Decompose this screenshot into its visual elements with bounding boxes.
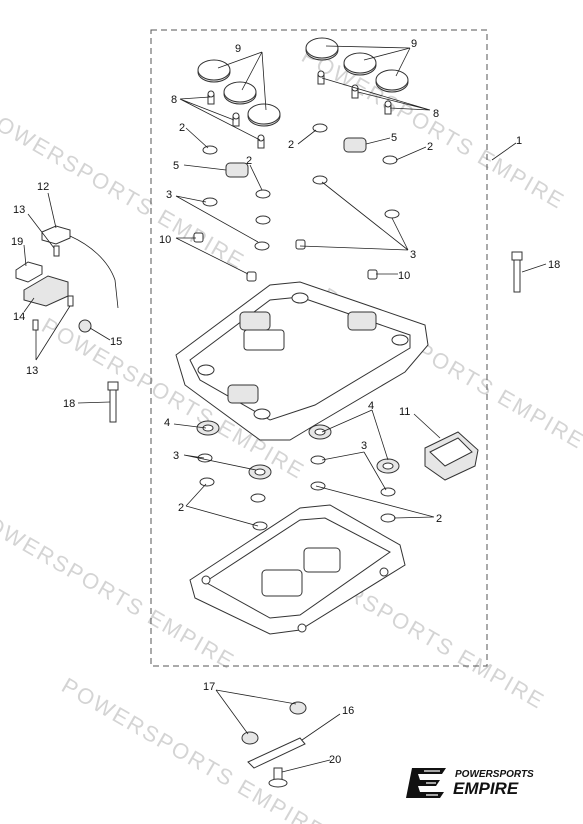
callout-label-8: 8 xyxy=(171,94,177,106)
callout-label-12: 12 xyxy=(37,181,49,193)
brand-logo: POWERSPORTS EMPIRE xyxy=(406,768,534,798)
callout-label-5: 5 xyxy=(173,160,179,172)
callout-label-13: 13 xyxy=(13,204,25,216)
assembly-boundary xyxy=(150,29,488,667)
base-plate xyxy=(189,504,406,635)
brand-name-line1: POWERSPORTS xyxy=(455,769,534,780)
callout-label-2: 2 xyxy=(178,502,184,514)
callout-label-18: 18 xyxy=(548,259,560,271)
leader-lines xyxy=(23,45,547,773)
callout-label-8: 8 xyxy=(433,108,439,120)
long-bolt-part-18 xyxy=(107,251,523,423)
nut-part-10 xyxy=(193,232,378,282)
callout-label-4: 4 xyxy=(164,417,170,429)
callout-label-3: 3 xyxy=(166,189,172,201)
callout-label-18: 18 xyxy=(63,398,75,410)
cover-part-11 xyxy=(424,431,479,481)
clip-part-5 xyxy=(225,137,367,178)
callout-label-2: 2 xyxy=(179,122,185,134)
callout-label-3: 3 xyxy=(173,450,179,462)
brand-logo-icon xyxy=(406,768,446,798)
callout-label-1: 1 xyxy=(516,135,522,147)
callout-label-10: 10 xyxy=(159,234,171,246)
washer-parts-upper xyxy=(202,123,400,251)
callout-label-9: 9 xyxy=(235,43,241,55)
callout-label-15: 15 xyxy=(110,336,122,348)
bolt-part-8 xyxy=(207,70,392,149)
callout-label-13: 13 xyxy=(26,365,38,377)
callout-label-11: 11 xyxy=(399,406,410,418)
callout-label-5: 5 xyxy=(391,132,397,144)
callout-labels: 9 9 8 8 2 2 2 2 5 5 1 3 3 10 10 12 13 19… xyxy=(11,38,560,766)
callout-label-3: 3 xyxy=(410,249,416,261)
callout-label-2: 2 xyxy=(288,139,294,151)
washer-parts-lower xyxy=(197,453,396,531)
callout-label-17: 17 xyxy=(203,681,215,693)
callout-label-9: 9 xyxy=(411,38,417,50)
watermark-text: POWERSPORTS EMPIRE xyxy=(298,43,570,214)
luggage-rack-part-1 xyxy=(175,281,429,441)
mount-part-4 xyxy=(196,420,400,480)
bracket-assembly-left xyxy=(15,225,119,333)
callout-label-14: 14 xyxy=(13,311,25,323)
callout-label-3: 3 xyxy=(361,440,367,452)
callout-label-2: 2 xyxy=(427,141,433,153)
callout-label-2: 2 xyxy=(436,513,442,525)
callout-label-19: 19 xyxy=(11,236,23,248)
callout-label-2: 2 xyxy=(246,155,252,167)
bottom-hardware xyxy=(241,701,307,788)
callout-label-20: 20 xyxy=(329,754,341,766)
pad-part-9 xyxy=(197,37,409,127)
callout-label-16: 16 xyxy=(342,705,354,717)
callout-label-4: 4 xyxy=(368,400,374,412)
brand-name-line2: EMPIRE xyxy=(453,779,519,798)
callout-label-10: 10 xyxy=(398,270,410,282)
